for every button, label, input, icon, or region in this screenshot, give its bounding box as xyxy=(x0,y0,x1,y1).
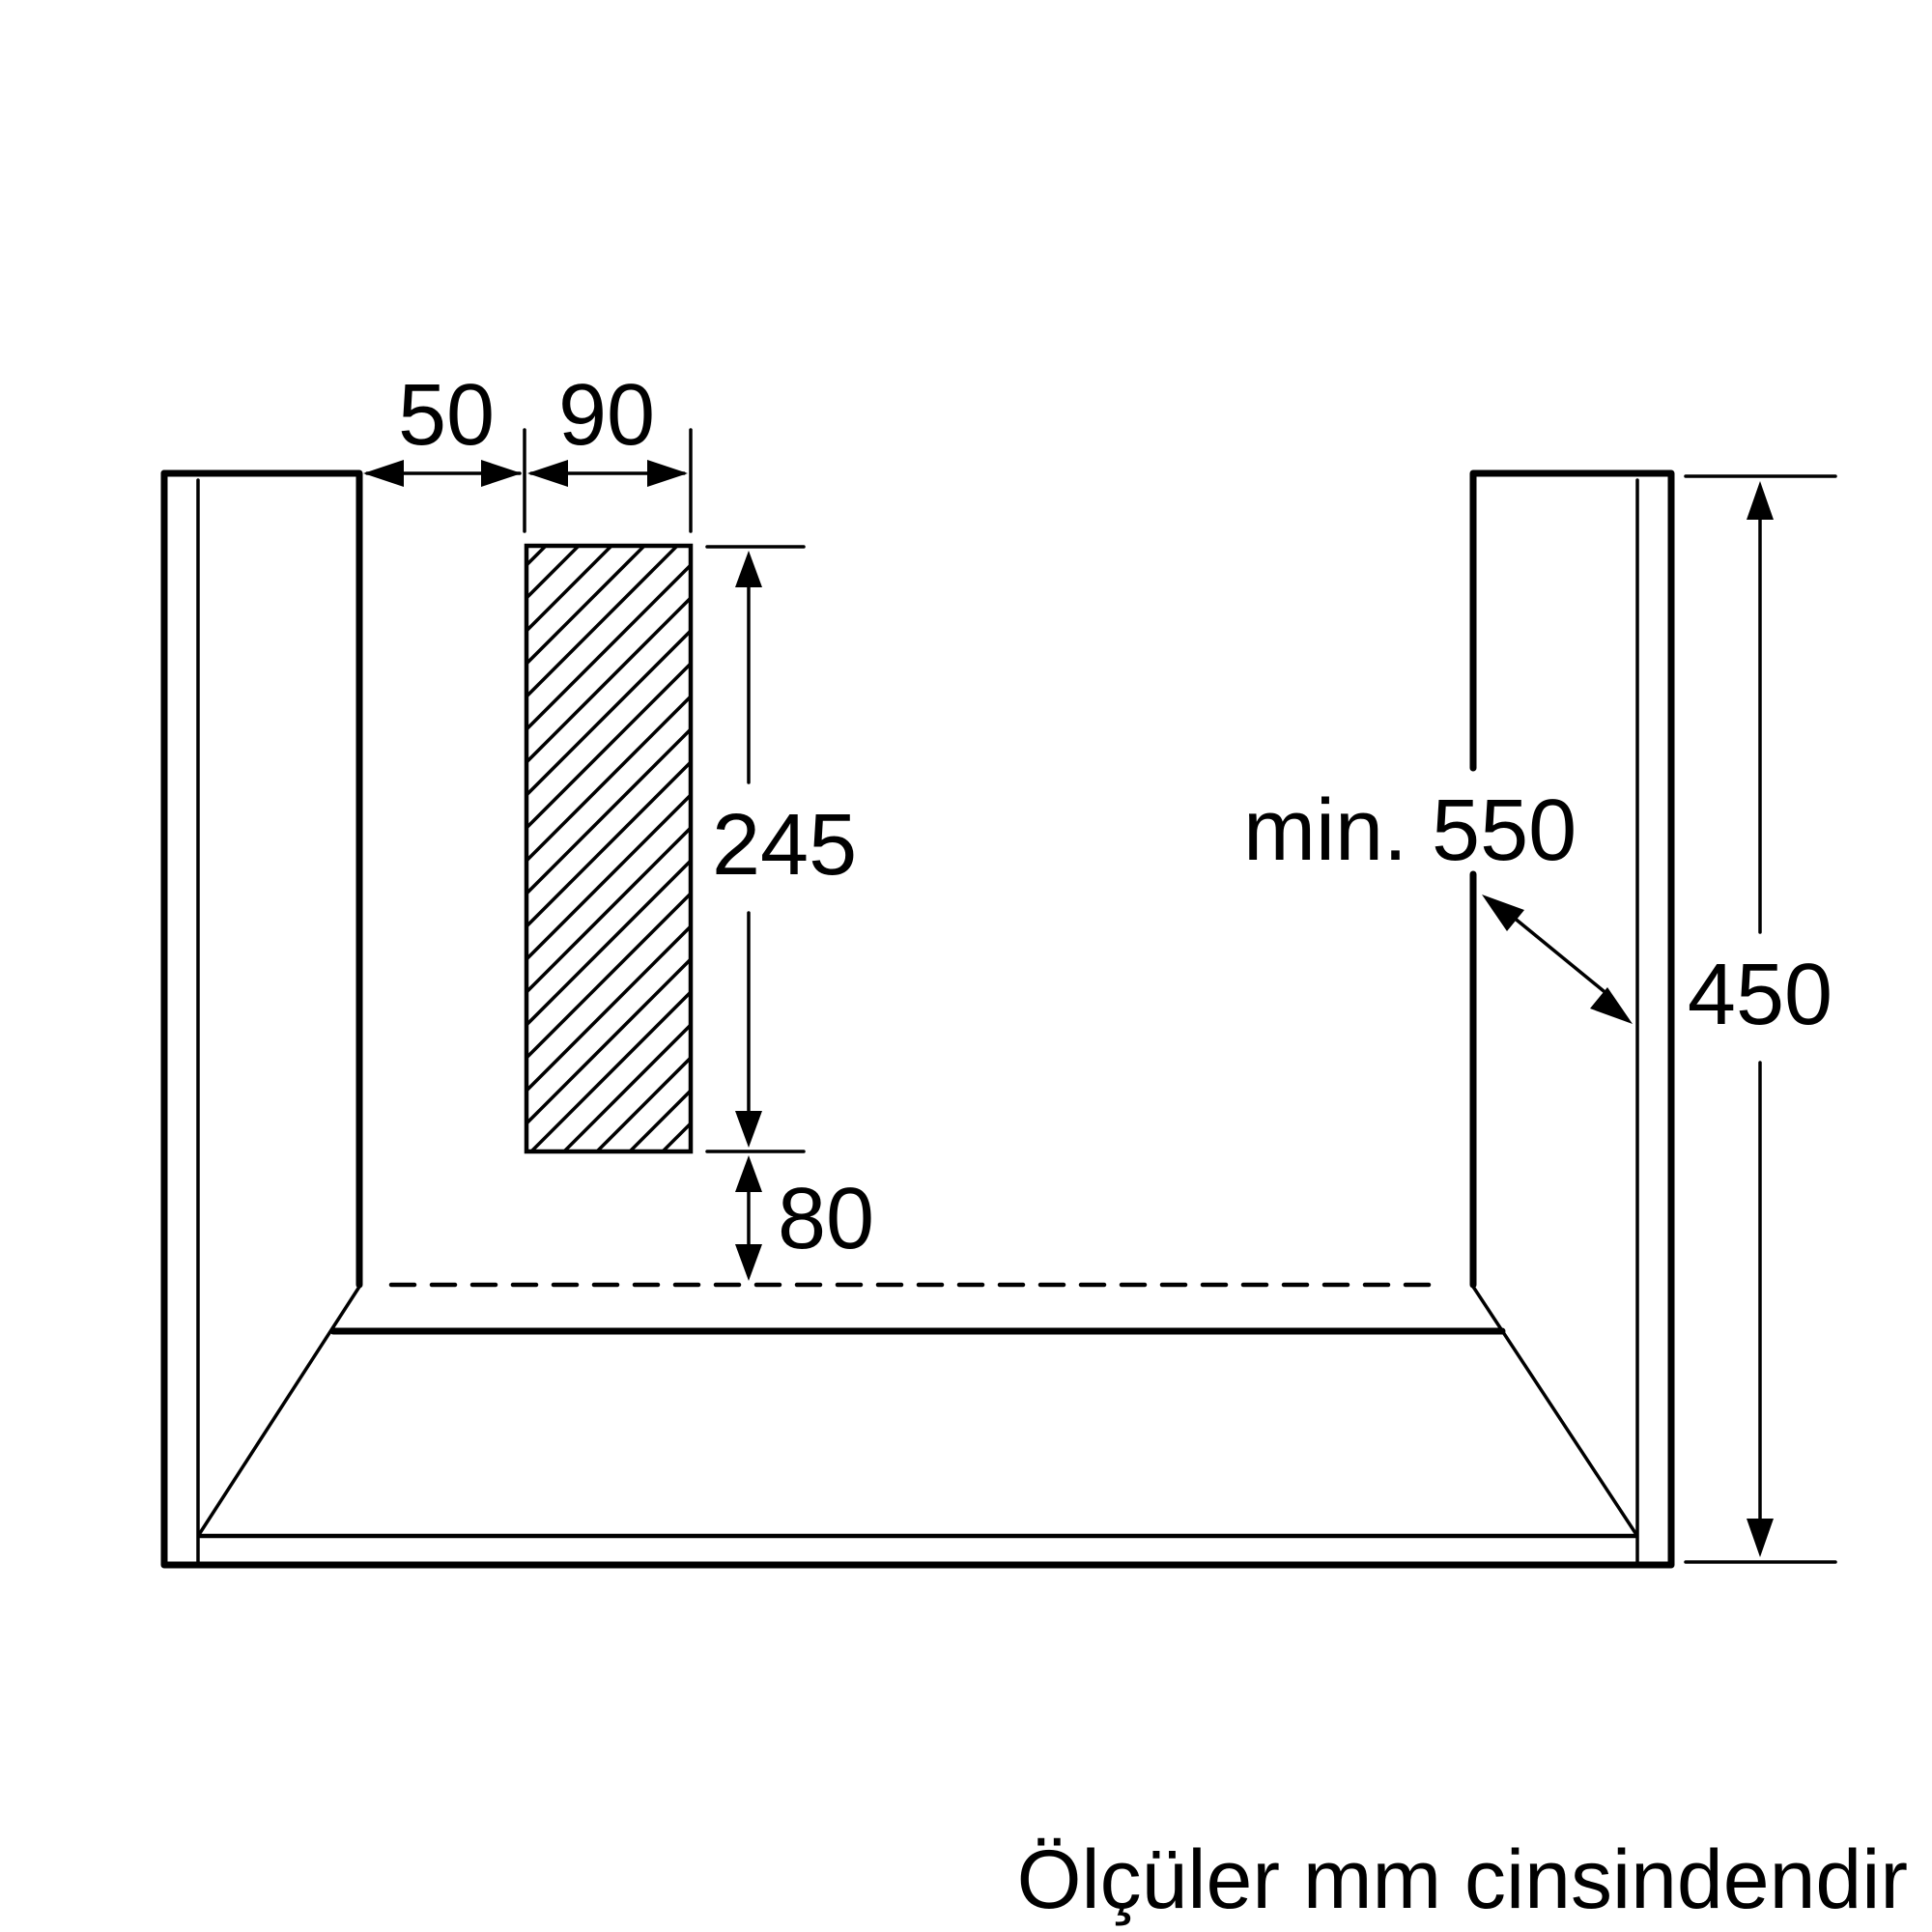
hatch-line xyxy=(660,1121,691,1151)
dimension-label-vent-offset: 80 xyxy=(778,1171,874,1267)
hatch-line xyxy=(526,661,691,831)
unit-note: Ölçüler mm cinsindendir xyxy=(1017,1833,1908,1926)
hatch-line xyxy=(561,1022,691,1151)
cabinet-outline xyxy=(160,469,1675,1569)
hatch-line xyxy=(528,989,691,1151)
hatch-line xyxy=(526,546,582,601)
dimension-height: 450 xyxy=(1684,474,1837,1564)
hatch-line xyxy=(526,546,614,634)
hatch-line xyxy=(526,923,691,1094)
dimension-label-depth: min. 550 xyxy=(1243,782,1577,879)
hatch-line xyxy=(526,825,691,995)
hatch-line xyxy=(594,1055,691,1151)
dimension-vent-height: 245 xyxy=(705,545,857,1153)
dimension-gap-left: 50 xyxy=(363,367,693,533)
dimension-label-vent-height: 245 xyxy=(712,797,857,894)
hatch-line xyxy=(526,726,691,896)
hatch-line xyxy=(526,891,691,1061)
hatch-line xyxy=(526,546,680,699)
ventilation-opening xyxy=(524,543,694,1154)
hatch-line xyxy=(526,546,647,667)
dimension-depth: min. 550 xyxy=(1243,782,1633,1024)
hatch-line xyxy=(526,694,691,864)
dimension-label-vent-width: 90 xyxy=(558,367,655,464)
cabinet-floor xyxy=(198,1282,1637,1535)
dimension-label-height: 450 xyxy=(1688,947,1833,1043)
dimension-vent-width: 90 xyxy=(527,367,688,487)
hatch-line xyxy=(526,628,691,798)
hatch-line xyxy=(526,546,549,568)
dimension-label-gap: 50 xyxy=(398,367,495,464)
hatch-line xyxy=(526,562,691,732)
hatch-line xyxy=(627,1088,691,1151)
hatch-line xyxy=(526,759,691,929)
dimension-vent-offset: 80 xyxy=(735,1155,874,1281)
hatch-line xyxy=(526,792,691,962)
hatch-line xyxy=(526,595,691,765)
hatch-line xyxy=(526,858,691,1028)
hatch-line xyxy=(526,956,691,1126)
